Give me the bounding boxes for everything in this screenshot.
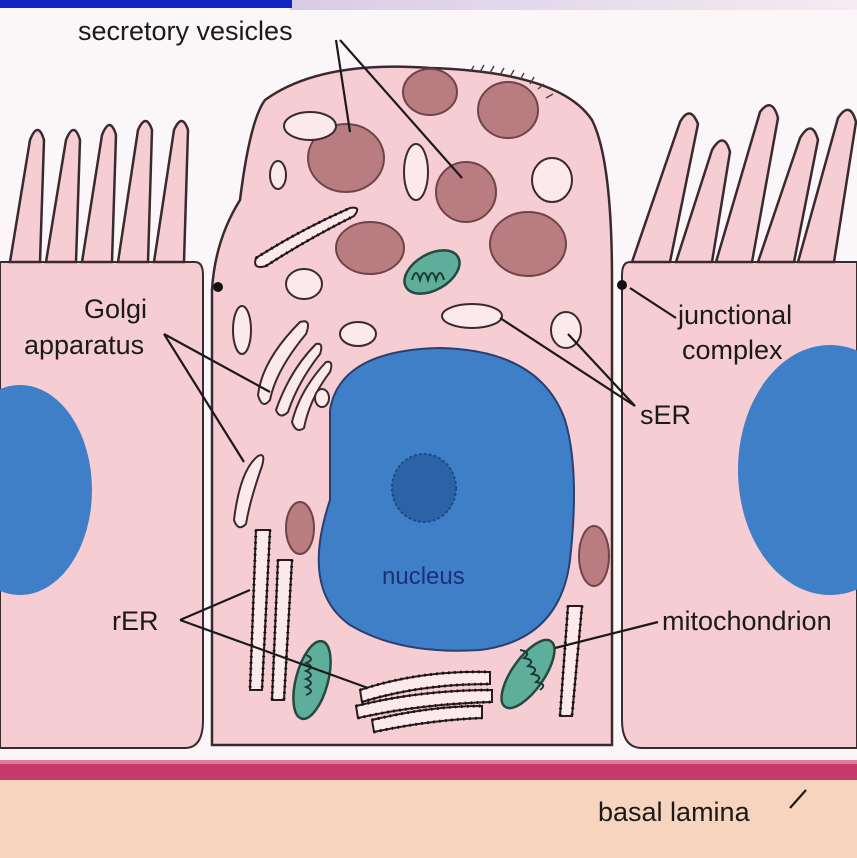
label-nucleus: nucleus bbox=[382, 563, 465, 590]
label-secretory-vesicles: secretory vesicles bbox=[78, 16, 293, 46]
label-ser: sER bbox=[640, 400, 691, 430]
label-golgi: Golgi bbox=[84, 294, 147, 324]
basal-lamina-highlight bbox=[0, 760, 857, 764]
label-golgi-apparatus: apparatus bbox=[24, 330, 144, 360]
top-strip bbox=[290, 0, 857, 10]
junctional-complex-right bbox=[617, 280, 627, 290]
label-junctional: junctional bbox=[677, 300, 792, 330]
header-bar bbox=[0, 0, 292, 8]
nucleolus bbox=[392, 454, 456, 522]
label-basal-lamina: basal lamina bbox=[598, 797, 751, 827]
label-rer: rER bbox=[112, 606, 159, 636]
label-mitochondrion: mitochondrion bbox=[662, 606, 832, 636]
label-junctional-complex: complex bbox=[682, 335, 783, 365]
junctional-complex-left bbox=[213, 282, 223, 292]
